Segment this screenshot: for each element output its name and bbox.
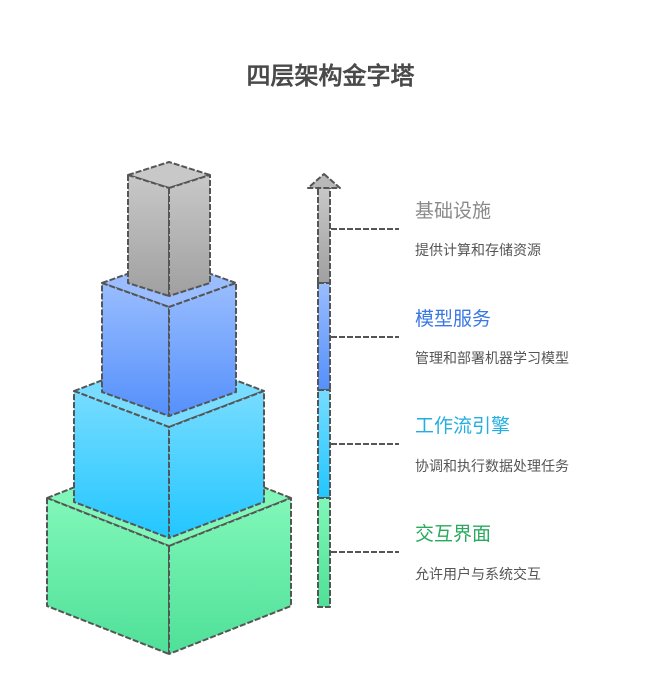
cube-right-interface xyxy=(168,497,292,655)
layer-desc-interface: 允许用户与系统交互 xyxy=(415,567,541,583)
cube-right-workflow-engine xyxy=(168,390,265,539)
cube-left-infrastructure xyxy=(127,174,170,297)
diagram-title: 四层架构金字塔 xyxy=(246,62,415,90)
arrow-segment-workflow-engine xyxy=(317,389,331,499)
layer-title-interface: 交互界面 xyxy=(415,523,492,545)
cube-right-model-service xyxy=(168,282,237,417)
layer-desc-model-service: 管理和部署机器学习模型 xyxy=(415,351,569,367)
layer-desc-infrastructure: 提供计算和存储资源 xyxy=(415,243,541,259)
cube-left-model-service xyxy=(101,282,170,417)
cube-right-infrastructure xyxy=(168,174,211,297)
layer-title-workflow-engine: 工作流引擎 xyxy=(415,415,511,437)
arrow-segment-infrastructure xyxy=(317,186,331,284)
arrow-segment-interface xyxy=(317,497,331,608)
layer-desc-workflow-engine: 协调和执行数据处理任务 xyxy=(415,459,569,475)
arrow-up-icon xyxy=(307,173,341,189)
arrow-segment-model-service xyxy=(317,282,331,391)
layer-title-model-service: 模型服务 xyxy=(415,308,492,330)
layer-title-infrastructure: 基础设施 xyxy=(415,200,492,222)
cube-left-interface xyxy=(46,497,170,655)
